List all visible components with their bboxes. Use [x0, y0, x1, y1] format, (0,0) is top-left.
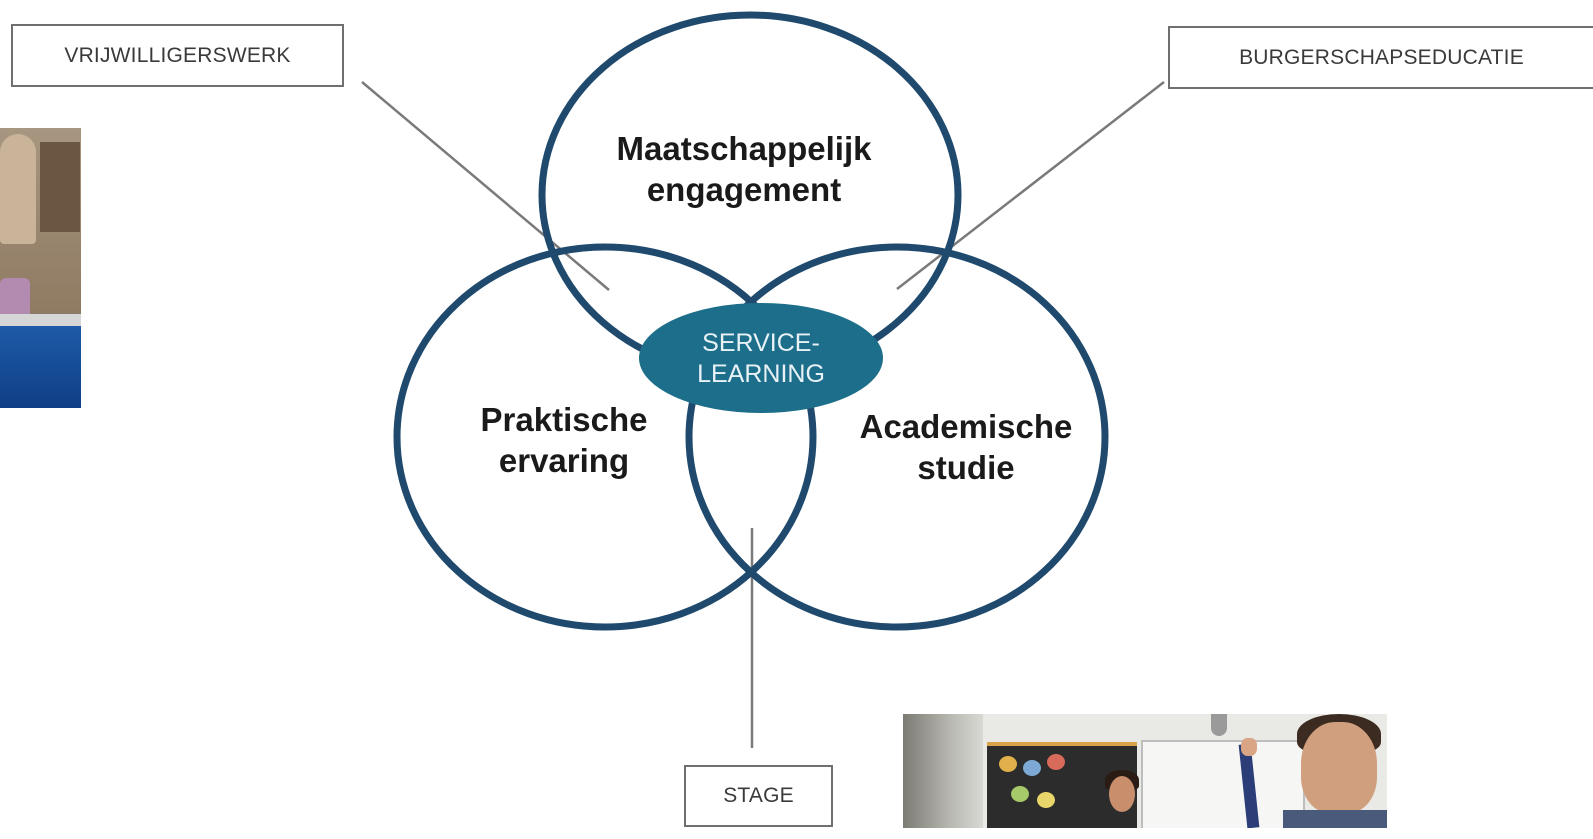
connector-vrijwilligerswerk — [361, 81, 610, 291]
circle-praktische-ervaring — [393, 243, 817, 631]
callout-stage: STAGE — [684, 765, 833, 827]
callout-burgerschapseducatie: BURGERSCHAPSEDUCATIE — [1168, 26, 1593, 89]
classroom-photo-right — [903, 714, 1387, 828]
label-service-learning: SERVICE-LEARNING — [697, 329, 825, 388]
classroom-photo-left — [0, 128, 81, 408]
center-service-learning-ellipse — [639, 303, 883, 413]
callout-vrijwilligerswerk: VRIJWILLIGERSWERK — [11, 24, 344, 87]
circle-academische-studie — [685, 243, 1109, 631]
